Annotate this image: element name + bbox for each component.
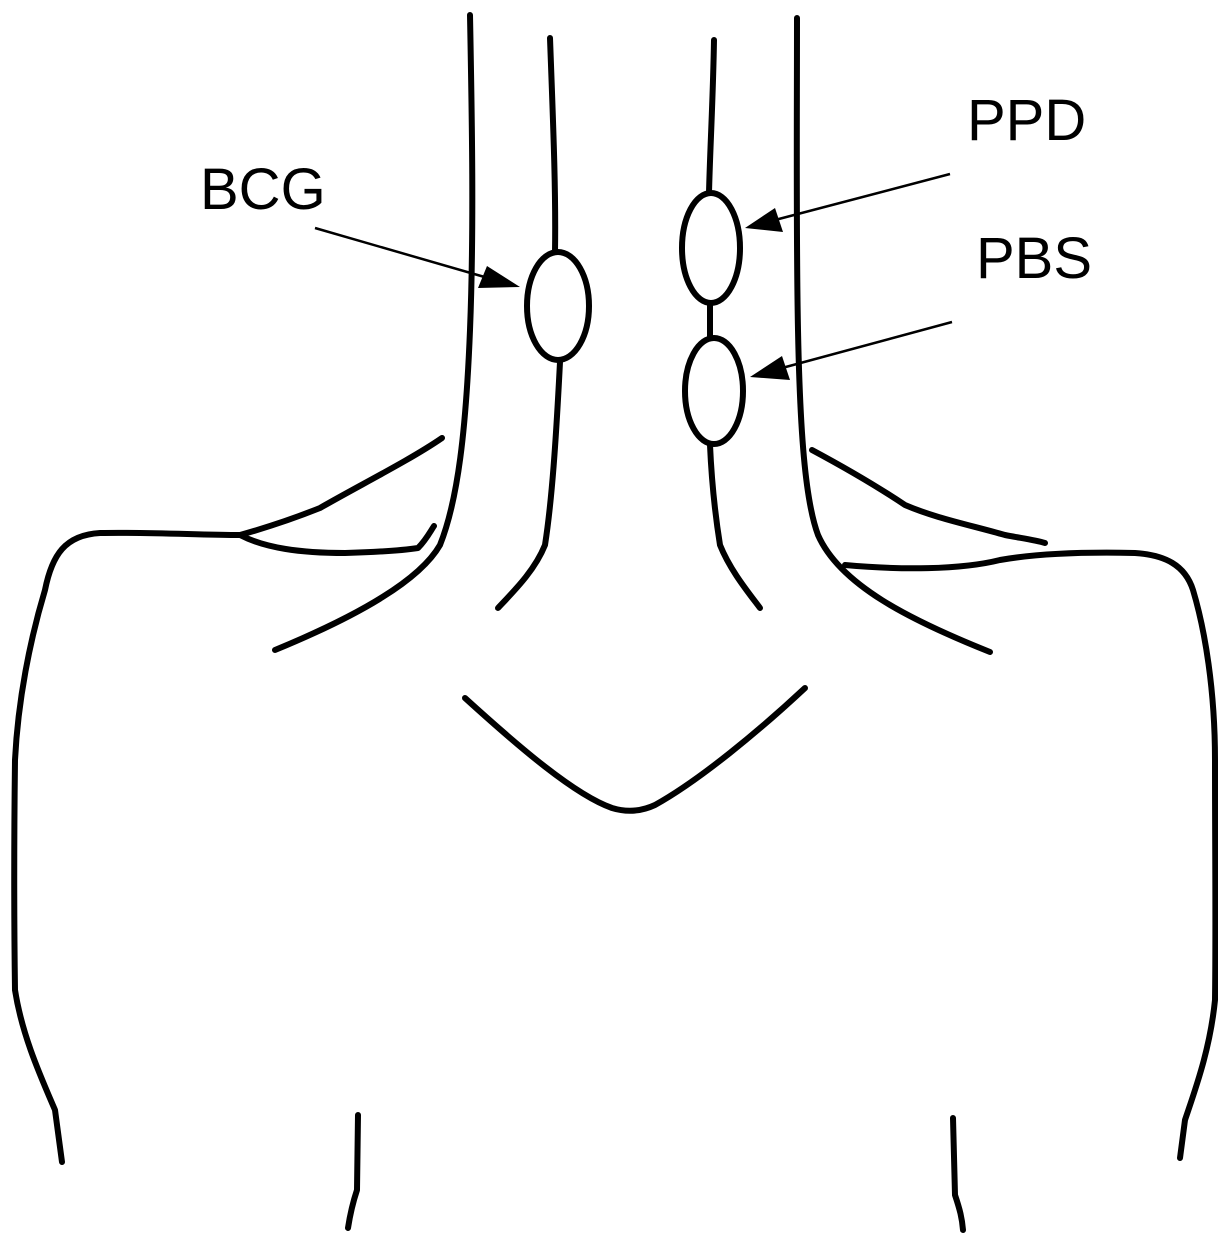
right-shoulder-outline xyxy=(812,450,1045,543)
pbs-label: PBS xyxy=(976,226,1092,291)
bcg-arrowhead xyxy=(478,266,520,288)
ppd-injection-site xyxy=(682,193,740,303)
bcg-label: BCG xyxy=(200,157,326,222)
left-torso-line xyxy=(348,1115,358,1228)
ppd-pointer-line xyxy=(775,174,950,220)
pbs-injection-site xyxy=(685,338,743,444)
right-torso-line xyxy=(953,1118,963,1230)
ppd-label: PPD xyxy=(967,88,1086,153)
sternal-notch-line xyxy=(465,688,805,811)
ppd-arrowhead xyxy=(745,208,783,232)
pbs-pointer-line xyxy=(782,322,952,368)
right-inner-neck-line xyxy=(709,40,760,608)
left-shoulder-outline xyxy=(14,438,442,1162)
left-trapezius-line xyxy=(240,526,434,553)
right-trapezius-line xyxy=(845,553,1215,1158)
bcg-injection-site xyxy=(527,252,589,360)
right-neck-outline xyxy=(797,18,990,652)
bcg-pointer-line xyxy=(315,228,488,278)
pbs-arrowhead xyxy=(750,356,790,380)
